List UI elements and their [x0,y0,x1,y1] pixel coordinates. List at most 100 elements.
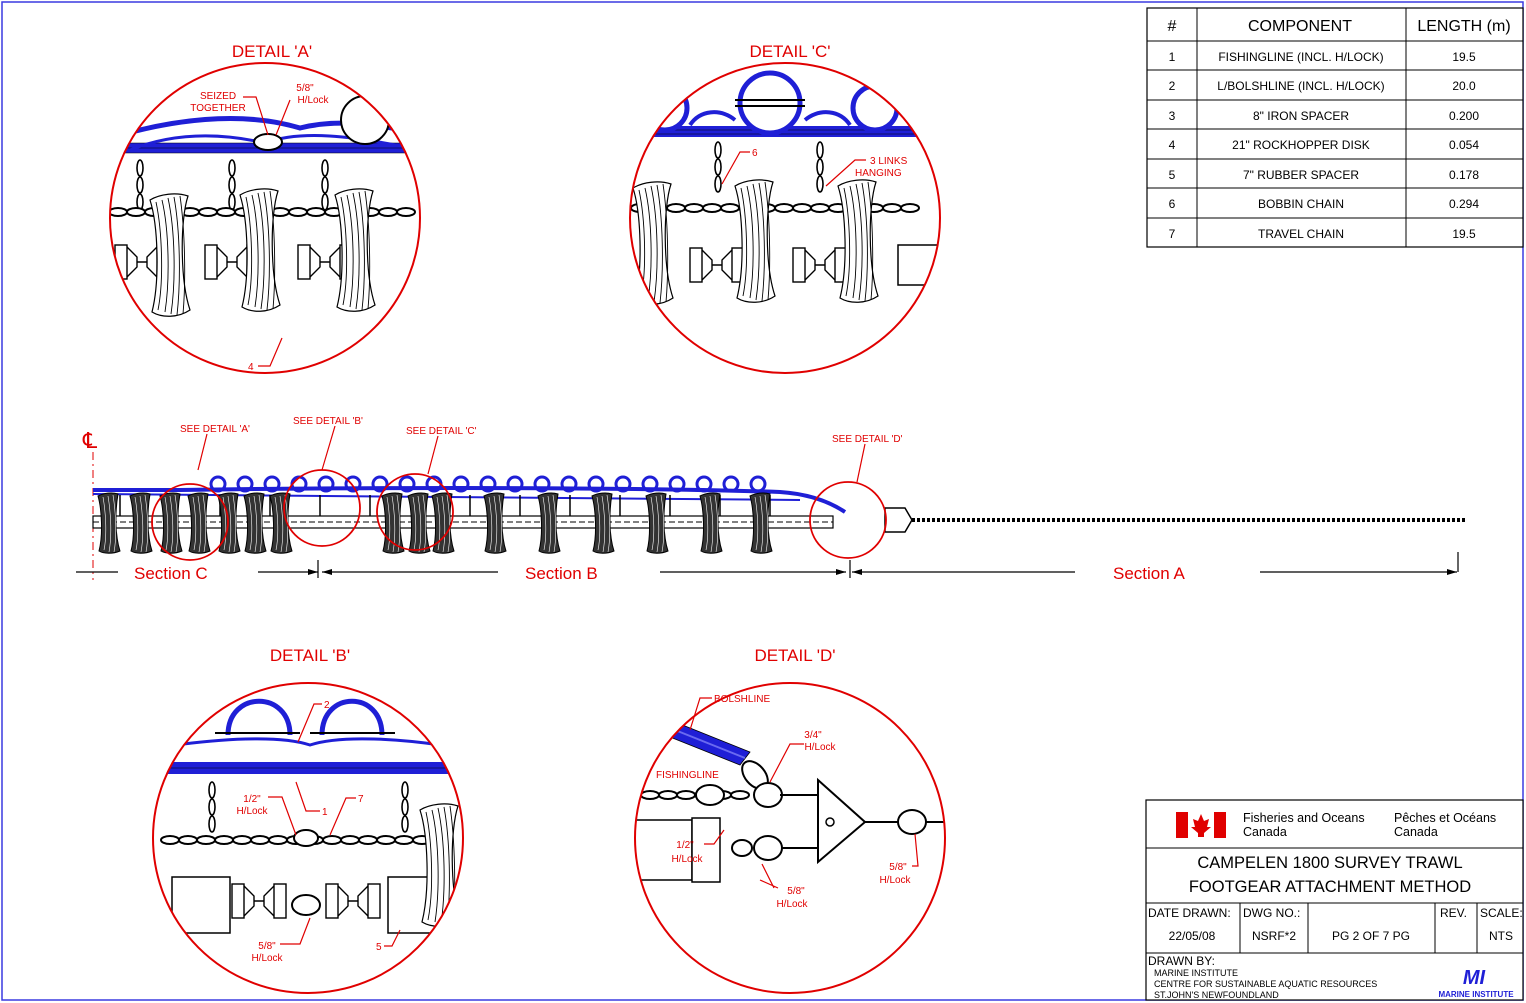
table-row: 3 8" IRON SPACER 0.200 [1169,109,1480,123]
detail-d-note-12-size: 1/2" [676,840,694,851]
centerline-symbol: ℄ [82,428,98,453]
rev-label: REV. [1440,906,1467,920]
detail-b-note-half-hlock: H/Lock [236,806,268,817]
table-row: 5 7" RUBBER SPACER 0.178 [1169,168,1480,182]
detail-c-callout-6: 6 [752,148,758,159]
detail-c-note-hanging: HANGING [855,168,902,179]
marine-institute-logo-mark: MI [1463,967,1486,989]
date-drawn-value: 22/05/08 [1169,929,1216,943]
table-cell-length: 0.054 [1449,138,1479,152]
detail-a-note-together: TOGETHER [190,103,245,114]
detail-d-note-58a-size: 5/8" [787,886,805,897]
detail-b-note-58-hlock: H/Lock [251,953,283,964]
detail-b-title: DETAIL 'B' [270,646,350,665]
detail-a-note-hlock: H/Lock [297,95,329,106]
table-cell-num: 3 [1169,109,1176,123]
detail-d-note-58a-hlock: H/Lock [776,899,808,910]
detail-b-note-58-size: 5/8" [258,941,276,952]
table-cell-num: 6 [1169,197,1176,211]
scale-label: SCALE: [1480,906,1523,920]
detail-a-callout-4: 4 [248,362,254,373]
table-row: 4 21" ROCKHOPPER DISK 0.054 [1169,138,1480,152]
see-detail-b-label: SEE DETAIL 'B' [293,416,363,427]
agency-fr-line2: Canada [1394,825,1438,839]
table-cell-component: 7" RUBBER SPACER [1243,168,1359,182]
section-c-label: Section C [134,564,208,583]
table-header-length: LENGTH (m) [1417,18,1510,35]
detail-d-title: DETAIL 'D' [754,646,835,665]
drawn-by-line3: ST.JOHN'S NEWFOUNDLAND [1154,990,1279,1000]
table-header-num: # [1168,18,1177,35]
detail-c-note-links: 3 LINKS [870,156,908,167]
table-row: 6 BOBBIN CHAIN 0.294 [1169,197,1480,211]
detail-b-callout-2: 2 [324,700,330,711]
table-cell-num: 1 [1169,50,1176,64]
component-table: # COMPONENT LENGTH (m) 1 FISHINGLINE (INC… [1146,7,1524,248]
table-cell-component: BOBBIN CHAIN [1258,197,1344,211]
detail-d-note-34-size: 3/4" [804,730,822,741]
detail-d-note-58b-hlock: H/Lock [879,875,911,886]
table-cell-length: 0.294 [1449,197,1479,211]
see-detail-a-label: SEE DETAIL 'A' [180,424,250,435]
table-cell-length: 19.5 [1452,227,1476,241]
table-cell-num: 2 [1169,79,1176,93]
date-drawn-label: DATE DRAWN: [1148,906,1231,920]
table-cell-length: 0.200 [1449,109,1479,123]
page-number: PG 2 OF 7 PG [1332,929,1410,943]
detail-b-callout-5: 5 [376,942,382,953]
scale-value: NTS [1489,929,1513,943]
table-cell-num: 7 [1169,227,1176,241]
agency-en-line1: Fisheries and Oceans [1243,811,1365,825]
section-b-label: Section B [525,564,598,583]
detail-a: DETAIL 'A' [109,42,421,374]
table-row: 7 TRAVEL CHAIN 19.5 [1169,227,1476,241]
dwg-no-label: DWG NO.: [1243,906,1300,920]
dwg-no-value: NSRF*2 [1252,929,1296,943]
drawing-title-line2: FOOTGEAR ATTACHMENT METHOD [1189,878,1471,896]
table-cell-length: 20.0 [1452,79,1476,93]
detail-c-title: DETAIL 'C' [749,42,830,61]
table-row: 1 FISHINGLINE (INCL. H/LOCK) 19.5 [1169,50,1476,64]
canada-flag-icon [1176,812,1226,838]
detail-d-note-34-hlock: H/Lock [804,742,836,753]
table-cell-num: 4 [1169,138,1176,152]
marine-institute-logo-text: MARINE INSTITUTE [1438,990,1514,999]
detail-b-callout-1: 1 [322,807,328,818]
table-cell-component: TRAVEL CHAIN [1258,227,1344,241]
detail-b-callout-7: 7 [358,794,364,805]
table-cell-component: FISHINGLINE (INCL. H/LOCK) [1218,50,1383,64]
table-cell-component: L/BOLSHLINE (INCL. H/LOCK) [1217,79,1384,93]
agency-fr-line1: Pêches et Océans [1394,811,1496,825]
detail-d-bolshline-label: BOLSHLINE [714,694,770,705]
detail-a-title: DETAIL 'A' [232,42,312,61]
agency-en-line2: Canada [1243,825,1287,839]
see-detail-c-label: SEE DETAIL 'C' [406,426,477,437]
table-cell-num: 5 [1169,168,1176,182]
marine-institute-logo: MI MARINE INSTITUTE [1438,967,1514,999]
detail-d: DETAIL 'D' BOLSHLINE FISHINGLINE [634,646,946,994]
table-cell-length: 0.178 [1449,168,1479,182]
table-cell-component: 8" IRON SPACER [1253,109,1349,123]
detail-c: DETAIL 'C' 6 3 [629,42,941,374]
table-row: 2 L/BOLSHLINE (INCL. H/LOCK) 20.0 [1169,79,1476,93]
drawn-by-label: DRAWN BY: [1148,954,1215,968]
detail-d-note-12-hlock: H/Lock [671,854,703,865]
drawn-by-line1: MARINE INSTITUTE [1154,968,1238,978]
drawn-by-line2: CENTRE FOR SUSTAINABLE AQUATIC RESOURCES [1154,979,1377,989]
detail-b-note-half-size: 1/2" [243,794,261,805]
section-a-label: Section A [1113,564,1185,583]
drawing-title-line1: CAMPELEN 1800 SURVEY TRAWL [1197,854,1462,872]
table-header-component: COMPONENT [1248,18,1352,35]
detail-d-fishingline-label: FISHINGLINE [656,770,719,781]
table-cell-component: 21" ROCKHOPPER DISK [1232,138,1370,152]
trawl-elevation: ℄ SEE DETAIL 'A' SEE DETAIL 'B' [76,416,1465,583]
table-cell-length: 19.5 [1452,50,1476,64]
detail-b: DETAIL 'B' 2 1/ [152,646,464,994]
title-block: Fisheries and Oceans Canada Pêches et Oc… [1145,799,1524,1001]
see-detail-d-label: SEE DETAIL 'D' [832,434,903,445]
detail-d-note-58b-size: 5/8" [889,862,907,873]
detail-a-note-hlock-size: 5/8" [296,83,314,94]
detail-a-note-seized: SEIZED [200,91,236,102]
